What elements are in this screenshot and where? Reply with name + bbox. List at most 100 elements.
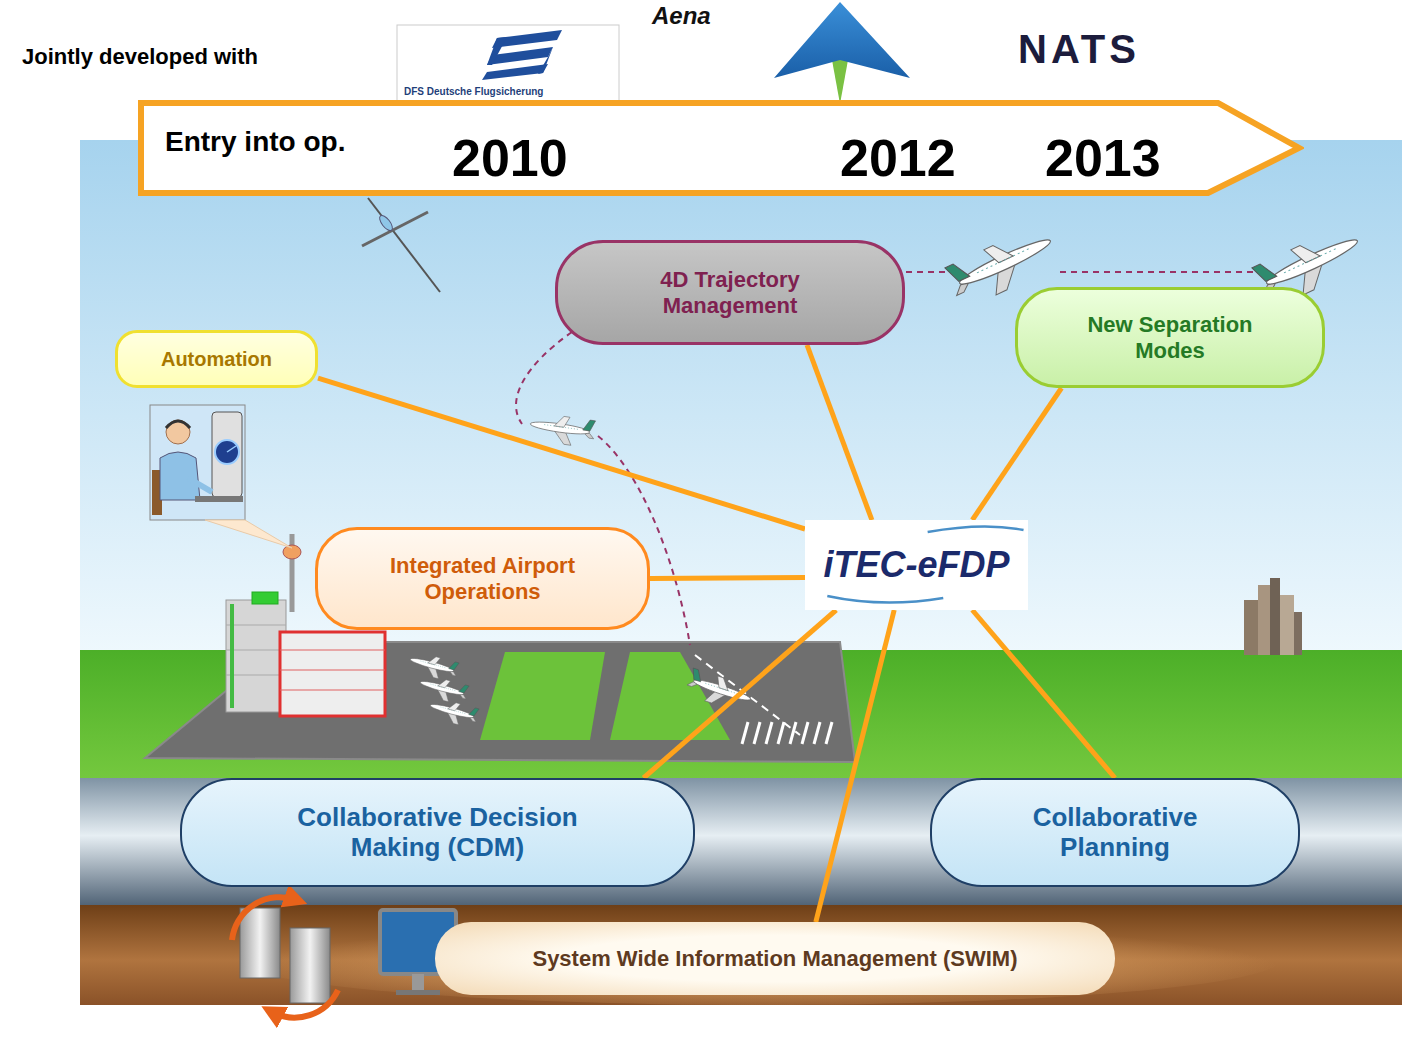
controller-figure-part bbox=[212, 412, 242, 497]
year-label: 2012 bbox=[840, 132, 956, 184]
intro-label: Jointly developed with bbox=[22, 44, 258, 69]
controller-figure-part bbox=[195, 496, 243, 502]
airport-buildings-part-part bbox=[280, 670, 385, 671]
logo-swoosh bbox=[827, 596, 943, 603]
dfs-logo-part bbox=[397, 25, 619, 103]
node-text: Collaborative Decision Making (CDM) bbox=[273, 803, 603, 863]
airport-buildings-part bbox=[280, 632, 385, 716]
runway-part-part bbox=[754, 722, 760, 744]
airport-buildings-part-part bbox=[280, 690, 385, 691]
connector-line bbox=[318, 378, 805, 529]
runway-part-part bbox=[826, 722, 832, 744]
airport-buildings-part-part bbox=[226, 650, 286, 651]
airplanes-part bbox=[427, 696, 479, 729]
city-skyline-part bbox=[1244, 600, 1258, 655]
concept-box: Automation bbox=[115, 330, 318, 388]
controller-figure-part bbox=[215, 440, 239, 464]
node-text: New Separation Modes bbox=[1060, 312, 1280, 363]
airport-buildings-part bbox=[283, 545, 301, 559]
flight-paths-part bbox=[906, 271, 955, 273]
glider-part bbox=[368, 198, 440, 292]
flight-paths-part bbox=[516, 332, 572, 424]
servers-part bbox=[240, 908, 280, 978]
node-text: Integrated Airport Operations bbox=[363, 553, 603, 604]
city-skyline-part bbox=[1258, 585, 1270, 655]
concept-box: Collaborative Planning bbox=[930, 778, 1300, 887]
city-skyline-part bbox=[1294, 612, 1302, 655]
runway-part-part bbox=[766, 722, 772, 744]
airport-buildings-part-part bbox=[226, 625, 286, 626]
sky-ground bbox=[80, 140, 1402, 1005]
hub-logo-text: iTEC-eFDP bbox=[823, 544, 1009, 585]
concept-box: 4D Trajectory Management bbox=[555, 240, 905, 345]
airport-buildings-part bbox=[230, 604, 234, 708]
connector-line bbox=[972, 610, 1115, 778]
airplanes-part bbox=[417, 673, 469, 706]
controller-figure-part bbox=[160, 452, 200, 500]
sky-ground-part bbox=[80, 778, 1402, 906]
airport-buildings-part-part bbox=[226, 675, 286, 676]
connector-line bbox=[816, 610, 894, 922]
airplanes-part bbox=[407, 650, 459, 683]
glider-part bbox=[362, 212, 428, 246]
servers bbox=[232, 897, 456, 1017]
glider-part bbox=[377, 213, 394, 232]
runway-part-part bbox=[802, 722, 808, 744]
runway-part-part bbox=[790, 722, 796, 744]
runway-part-part bbox=[814, 722, 820, 744]
servers-part bbox=[396, 990, 440, 995]
timeline-label: Entry into op. bbox=[165, 128, 345, 156]
servers-part bbox=[272, 990, 338, 1018]
aena-arrow-logo-part bbox=[774, 2, 910, 78]
runway-part-part bbox=[778, 722, 784, 744]
concept-box: Integrated Airport Operations bbox=[315, 527, 650, 630]
servers-part bbox=[290, 928, 330, 1003]
city-skyline-part bbox=[1280, 595, 1294, 655]
airport-buildings-part bbox=[252, 592, 278, 604]
runway-part bbox=[742, 722, 832, 744]
runway-part bbox=[480, 652, 605, 740]
dfs-logo bbox=[397, 25, 619, 103]
node-text: Collaborative Planning bbox=[1005, 803, 1225, 863]
node-text: 4D Trajectory Management bbox=[620, 267, 840, 318]
controller-figure-part bbox=[188, 478, 212, 492]
controller-figure-part bbox=[205, 520, 292, 548]
concept-box: Collaborative Decision Making (CDM) bbox=[180, 778, 695, 887]
airport-buildings-part-part bbox=[280, 650, 385, 651]
controller-figure-part bbox=[166, 421, 190, 428]
controller-figure-part bbox=[150, 405, 245, 520]
hub-logo-box: iTEC-eFDP bbox=[805, 520, 1028, 610]
dfs-logo-part bbox=[487, 37, 507, 65]
year-label: 2013 bbox=[1045, 132, 1161, 184]
logo-caption: DFS Deutsche Flugsicherung bbox=[404, 86, 543, 98]
connector-line bbox=[650, 575, 805, 581]
dfs-logo-part bbox=[538, 47, 553, 74]
city-skyline-part bbox=[1270, 578, 1280, 655]
concept-box: New Separation Modes bbox=[1015, 287, 1325, 388]
airplanes bbox=[407, 223, 1368, 729]
airport-buildings-part bbox=[280, 650, 385, 690]
dfs-logo-part bbox=[482, 64, 548, 80]
connector-line bbox=[972, 388, 1061, 520]
servers-part bbox=[232, 897, 296, 940]
connector-line bbox=[807, 345, 872, 520]
controller-figure bbox=[150, 405, 292, 548]
flight-paths-part bbox=[1060, 271, 1262, 273]
logo-swoosh bbox=[928, 526, 1024, 532]
airport-buildings-part bbox=[226, 625, 286, 675]
logo-wordmark: Aena bbox=[652, 2, 711, 30]
node-text: System Wide Information Management (SWIM… bbox=[532, 946, 1017, 971]
timeline-arrow: Entry into op. 2010 2012 2013 bbox=[138, 100, 1304, 196]
runway-part-part bbox=[742, 722, 748, 744]
controller-figure-part bbox=[166, 420, 190, 444]
airplanes-part bbox=[528, 412, 596, 448]
foundation-band: System Wide Information Management (SWIM… bbox=[435, 922, 1115, 995]
glider bbox=[362, 198, 440, 292]
servers-part bbox=[412, 974, 424, 990]
aena-arrow-logo bbox=[774, 2, 910, 104]
controller-figure-part bbox=[227, 446, 236, 452]
logo-wordmark: NATS bbox=[1018, 26, 1140, 72]
connector-line bbox=[644, 610, 837, 778]
year-label: 2010 bbox=[452, 132, 568, 184]
